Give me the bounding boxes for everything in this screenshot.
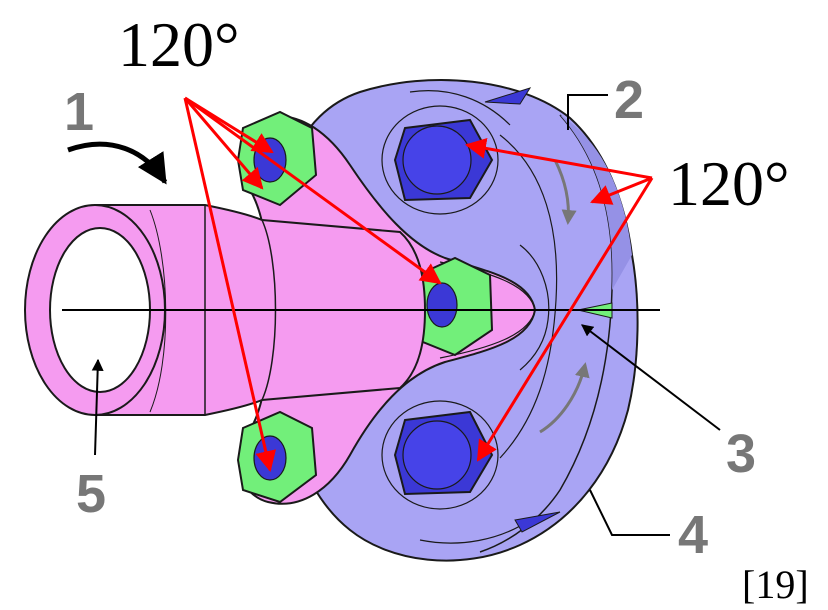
disc-notch-top xyxy=(484,87,532,105)
part-label-2: 2 xyxy=(614,70,644,130)
angle-lines-left xyxy=(183,96,442,473)
red-line-right-edge xyxy=(590,176,653,205)
angle-lines-right xyxy=(464,137,654,462)
red-line-right-bottom xyxy=(476,177,654,462)
nut-bottom-hole xyxy=(253,435,287,481)
red-line-left-mid xyxy=(184,96,442,285)
disc-notch-bottom xyxy=(514,511,561,533)
angle-label-left: 120° xyxy=(118,9,240,80)
bolt-top-cap xyxy=(402,125,472,195)
disc-rotation-arrow-bottom xyxy=(539,362,590,434)
part-label-3: 3 xyxy=(726,424,756,484)
leader-3 xyxy=(581,324,721,431)
citation: [19] xyxy=(742,562,809,607)
red-line-left-top xyxy=(183,97,264,190)
leader-4 xyxy=(589,489,670,536)
bolt-top-seat xyxy=(381,105,499,215)
leader-2 xyxy=(567,94,608,130)
rotation-arrow xyxy=(67,141,168,185)
disc-contour-1 xyxy=(499,134,558,459)
bolt-bottom-cap xyxy=(402,420,472,490)
nut-center-hole xyxy=(426,282,458,328)
disc-contour-2 xyxy=(519,244,550,371)
part-label-5: 5 xyxy=(76,464,106,524)
red-line-left-bottom xyxy=(183,97,277,473)
part-label-1: 1 xyxy=(64,82,94,142)
bolt-bottom-seat xyxy=(381,400,499,510)
disc-side-face xyxy=(560,115,632,290)
part-label-4: 4 xyxy=(678,505,708,565)
disc-rotation-arrow-top xyxy=(553,159,577,225)
leader-5 xyxy=(91,358,104,456)
angle-label-right: 120° xyxy=(668,148,790,219)
bolt-bottom-right xyxy=(381,400,499,510)
red-line-left-short xyxy=(184,96,274,154)
red-line-right-top xyxy=(464,137,653,180)
disc-contour-3 xyxy=(409,90,511,126)
